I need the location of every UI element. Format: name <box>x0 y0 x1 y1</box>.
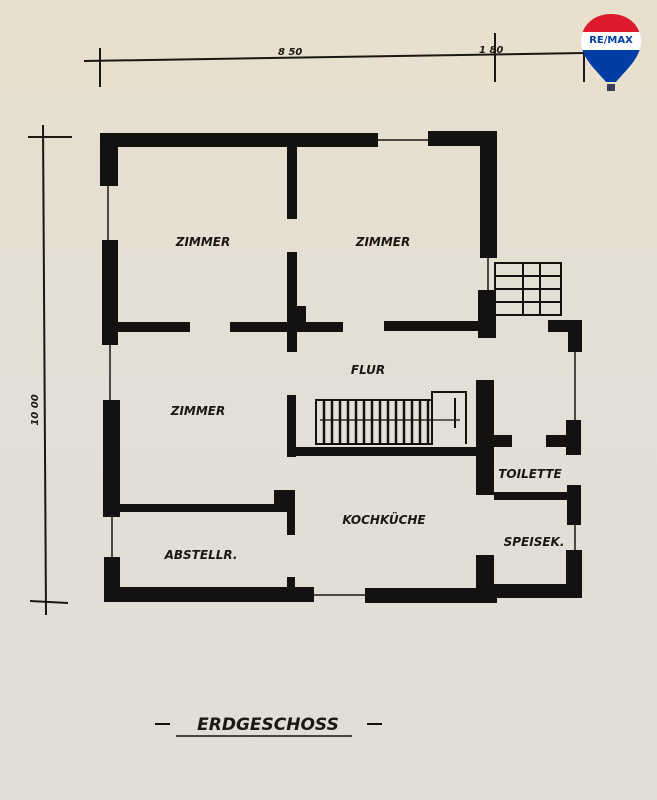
room-label-zimmer-3: ZIMMER <box>170 404 226 418</box>
room-label-zimmer-2: ZIMMER <box>355 235 411 249</box>
room-label-zimmer-1: ZIMMER <box>175 235 231 249</box>
room-label-speisekammer: SPEISEK. <box>504 535 565 549</box>
dimension-height: 10 00 <box>30 394 41 425</box>
logo-text: RE/MAX <box>589 35 633 46</box>
dimension-width-annex: 1 80 <box>479 45 503 56</box>
walls <box>100 131 582 603</box>
room-label-flur: FLUR <box>351 363 385 377</box>
dimension-width-main: 8 50 <box>278 47 302 58</box>
room-label-toilette: TOILETTE <box>498 467 562 481</box>
room-label-kochkueche: KOCHKÜCHE <box>342 512 426 527</box>
window-lines <box>107 139 576 596</box>
room-label-abstellraum: ABSTELLR. <box>164 548 238 562</box>
remax-balloon-logo: RE/MAX <box>581 14 641 91</box>
plan-title: ERDGESCHOSS <box>197 715 339 735</box>
dimension-lines <box>28 33 586 616</box>
exterior-steps <box>494 262 562 316</box>
staircase <box>315 391 467 445</box>
